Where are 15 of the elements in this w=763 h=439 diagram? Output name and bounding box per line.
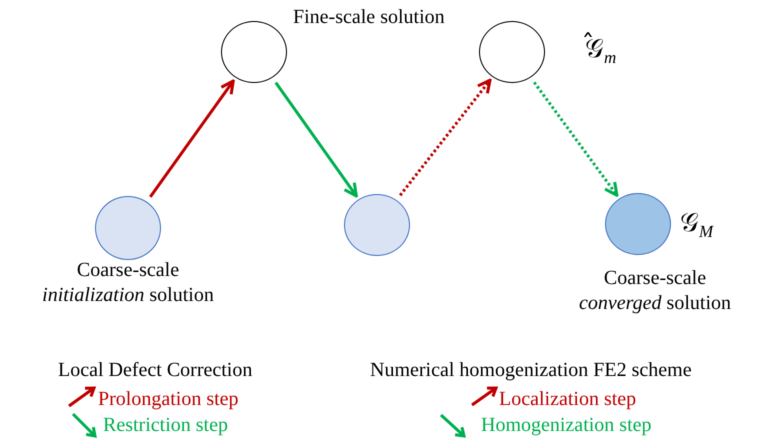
node-caption: Coarse-scale converged solution <box>578 266 732 316</box>
legend-text: Localization step <box>499 387 636 412</box>
math-symbol: 𝒢̂$_{m}$ <box>585 34 616 68</box>
legend-heading: Local Defect Correction <box>58 358 252 383</box>
arrow <box>149 79 235 198</box>
node-caption: Coarse-scale initialization solution <box>41 258 215 308</box>
diagram-label: Fine-scale solution <box>293 5 445 30</box>
math-symbol: 𝒢$_{M}$ <box>680 208 714 242</box>
legend-text: Homogenization step <box>481 413 652 438</box>
arrow <box>399 78 492 196</box>
arrow <box>274 82 358 198</box>
legend-text: Prolongation step <box>98 387 239 412</box>
legend-text: Restriction step <box>103 413 228 438</box>
arrow <box>533 82 618 197</box>
legend-heading: Numerical homogenization FE2 scheme <box>370 358 692 383</box>
